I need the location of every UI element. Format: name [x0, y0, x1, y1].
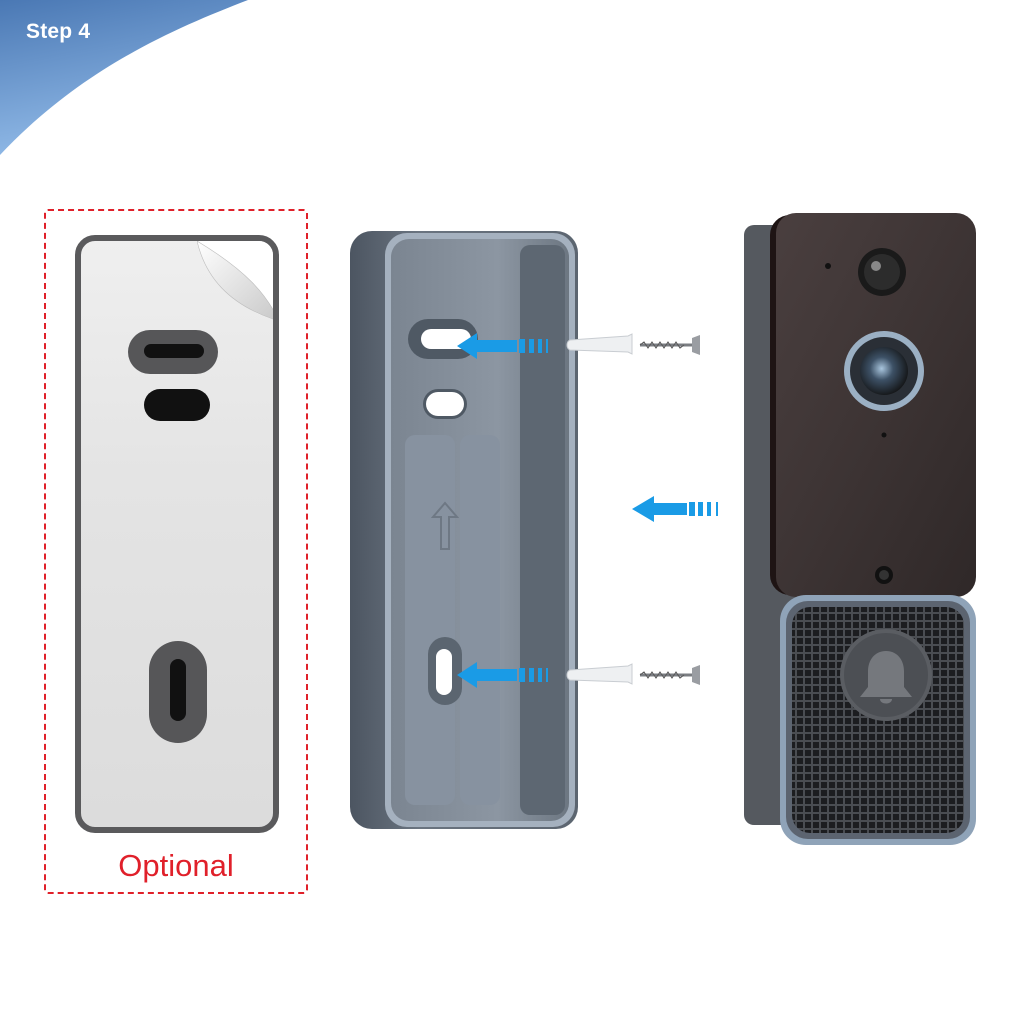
peeled-corner-icon	[197, 241, 273, 320]
top-screw-arrow-icon	[457, 333, 548, 359]
mounting-bracket	[350, 231, 578, 829]
top-slot-inner	[144, 344, 204, 358]
optional-dashed-frame	[44, 209, 308, 894]
top-screw-icon	[566, 333, 700, 355]
doorbell-arrow-icon	[632, 496, 718, 522]
bottom-screw-icon	[566, 663, 700, 685]
step-title: Step 4	[26, 20, 91, 43]
bottom-screw-arrow-icon	[457, 662, 548, 688]
embossed-up-arrow-icon	[430, 501, 460, 550]
bell-icon	[860, 651, 912, 704]
optional-label: Optional	[118, 848, 234, 883]
adhesive-pad	[75, 235, 279, 833]
bottom-slot-inner	[170, 659, 186, 721]
video-doorbell	[744, 213, 976, 845]
second-slot	[144, 389, 210, 421]
